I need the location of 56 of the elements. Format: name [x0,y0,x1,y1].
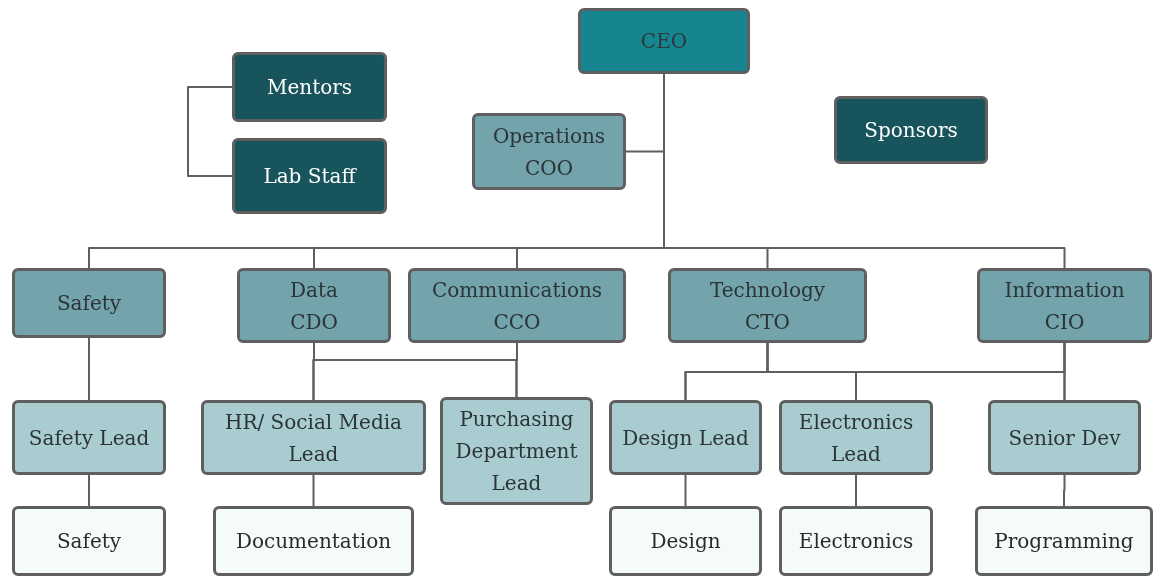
org-box [779,506,933,576]
box-label: Safety [56,528,122,555]
connector-line [88,337,90,401]
box-label: Mentors [266,74,353,101]
org-box [408,268,626,343]
org-box [609,400,762,475]
box-label: COO [524,154,574,182]
box-label: Communications [431,276,603,304]
org-box [834,96,988,164]
box-label: HR/ Social Media Lead [223,408,404,468]
org-box [779,400,933,475]
org-box [237,268,391,343]
box-label: CEO [640,28,688,55]
box-label: Safety Lead [28,424,150,452]
org-box [232,52,387,122]
box-label: Safety [56,290,122,317]
box-label: Data [290,276,338,304]
box-label: Lab Staff [263,163,356,190]
org-box [988,400,1141,475]
box-label: Senior Dev [1008,424,1121,452]
org-box [578,8,750,74]
box-label: Electronics [798,528,914,555]
box-label: Technology [709,276,826,304]
box-label: Design [650,528,721,555]
connector-line [684,474,687,507]
org-box [232,138,387,214]
box-label: Electronics Lead [797,408,915,468]
box-label: Documentation [235,528,392,555]
box-label: Sponsors [864,117,958,144]
box-label: CTO [744,308,790,336]
box-label: CCO [493,308,541,336]
box-label: CIO [1044,308,1085,336]
box-label: Programming [994,528,1134,555]
box-label: Information [1004,276,1125,304]
connector-line [312,474,315,507]
box-label: Operations [492,122,606,150]
org-box [668,268,867,343]
org-box [12,400,166,475]
connector-line [515,342,518,398]
connector-line [187,86,233,177]
org-box [12,268,166,338]
org-box [472,113,626,190]
box-label: Purchasing Department Lead [454,406,579,497]
connector-line [1063,474,1066,507]
box-label: Design Lead [622,424,749,452]
org-box [975,506,1153,576]
org-box [440,397,593,505]
org-box [609,506,762,576]
connector-line [88,474,90,507]
org-box [213,506,414,576]
org-box [201,400,426,475]
connector-line [855,474,857,507]
org-box [12,506,166,576]
org-box [977,268,1152,343]
connector-line [1063,342,1066,401]
box-label: CDO [290,308,338,336]
